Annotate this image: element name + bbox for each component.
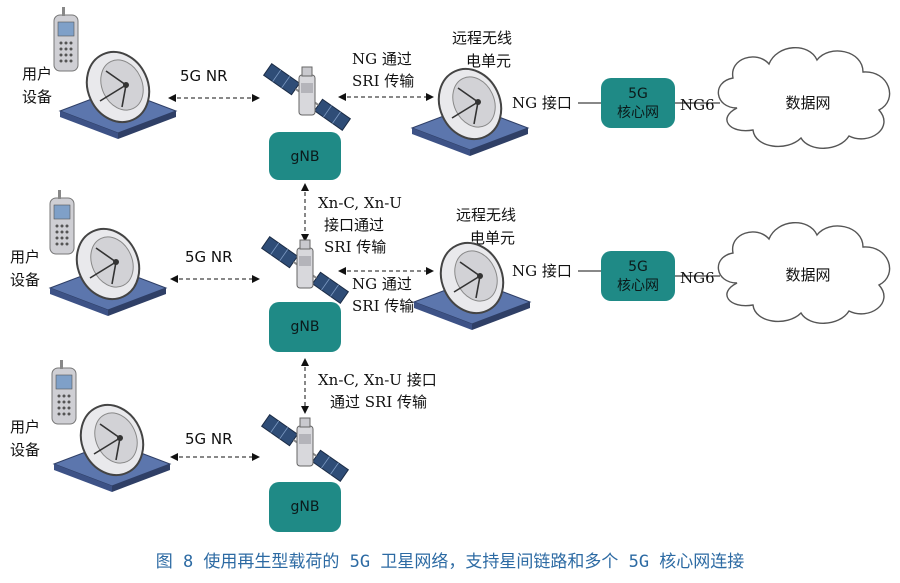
phone-icon — [53, 6, 79, 72]
remote-dish-icon — [413, 231, 531, 331]
remote-label-line1: 远程无线 — [452, 29, 512, 47]
core-label-line1: 5G — [628, 86, 648, 102]
link-label-5g-nr: 5G NR — [185, 430, 233, 448]
isl-2-line2: 通过 SRI 传输 — [330, 393, 427, 411]
user-label-line2: 设备 — [10, 441, 40, 459]
remote-label-line2: 电单元 — [470, 229, 515, 247]
sri-label-line2: SRI 传输 — [352, 72, 414, 90]
sri-label-line2: SRI 传输 — [352, 297, 414, 315]
user-label-line1: 用户 — [22, 65, 52, 83]
sri-label-line1: NG 通过 — [352, 275, 412, 293]
isl-1-line1: Xn-C, Xn-U — [318, 194, 402, 212]
remote-dish-icon — [411, 57, 529, 158]
isl-1-line3: SRI 传输 — [324, 238, 386, 256]
core-label-line1: 5G — [628, 259, 648, 275]
core-network-box — [601, 251, 675, 301]
phone-icon — [49, 189, 75, 255]
data-network-label: 数据网 — [785, 94, 830, 112]
row-2: 用户 设备 5G NR gNB NG 通过 SRI 传输 远程无线 电单元 NG… — [10, 189, 891, 352]
user-label-line1: 用户 — [10, 418, 40, 436]
remote-label-line2: 电单元 — [466, 52, 511, 70]
gnb-label: gNB — [291, 319, 320, 335]
user-label-line1: 用户 — [10, 248, 40, 266]
gnb-box — [269, 132, 341, 180]
ng-interface-label: NG 接口 — [512, 262, 572, 280]
ng-interface-label: NG 接口 — [512, 94, 572, 112]
figure-caption: 图 8 使用再生型载荷的 5G 卫星网络，支持星间链路和多个 5G 核心网连接 — [156, 551, 745, 572]
core-label-line2: 核心网 — [617, 105, 659, 121]
gnb-label: gNB — [291, 499, 320, 515]
row-3: 用户 设备 5G NR gNB — [10, 359, 350, 532]
gnb-label: gNB — [291, 149, 320, 165]
gnb-box — [269, 482, 341, 532]
remote-label-line1: 远程无线 — [456, 206, 516, 224]
core-network-box — [601, 78, 675, 128]
ng6-label: NG6 — [680, 269, 715, 287]
sri-label-line1: NG 通过 — [352, 50, 412, 68]
phone-icon — [51, 359, 77, 425]
data-network-label: 数据网 — [785, 266, 830, 284]
satellite-icon — [262, 62, 352, 132]
gnb-box — [269, 302, 341, 352]
satellite-icon — [260, 413, 350, 483]
core-label-line2: 核心网 — [617, 278, 659, 294]
link-label-5g-nr: 5G NR — [185, 248, 233, 266]
ng6-label: NG6 — [680, 96, 715, 114]
user-label-line2: 设备 — [10, 271, 40, 289]
isl-2-line1: Xn-C, Xn-U 接口 — [318, 371, 437, 389]
link-label-5g-nr: 5G NR — [180, 67, 228, 85]
isl-1-line2: 接口通过 — [324, 216, 384, 234]
row-1: 用户 设备 5G NR gNB NG 通过 SRI 传输 远程无线 电单元 NG… — [22, 6, 891, 180]
user-label-line2: 设备 — [22, 88, 52, 106]
